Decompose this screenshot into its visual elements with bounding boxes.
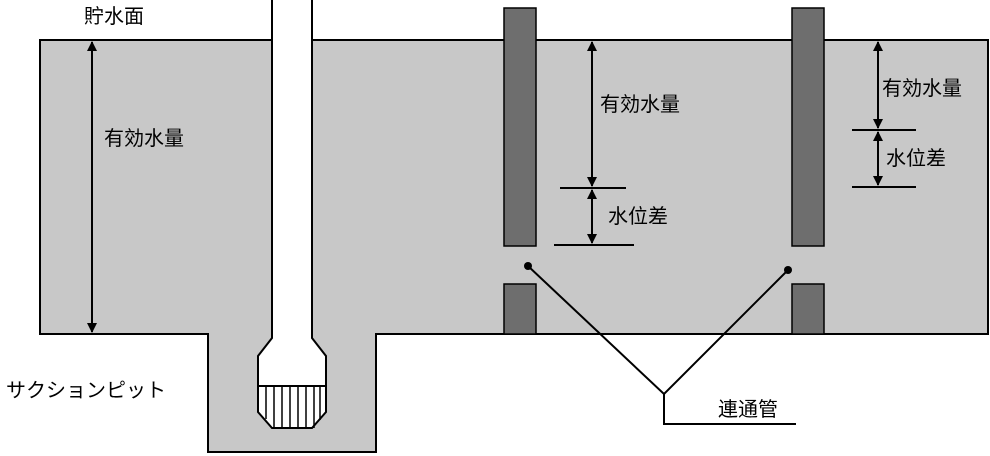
suction-pipe (257, 0, 327, 429)
partition-wall-left-upper (503, 7, 537, 247)
suction-pit-label: サクションピット (6, 378, 166, 402)
connecting-pipe-label: 連通管 (718, 397, 778, 421)
effective-volume-label-left: 有効水量 (104, 126, 184, 150)
effective-volume-label-mid: 有効水量 (600, 92, 680, 116)
storage-surface-label: 貯水面 (84, 4, 144, 28)
connecting-pipe-leader-tail (663, 394, 796, 425)
level-diff-label-right: 水位差 (886, 146, 946, 170)
effective-volume-label-right: 有効水量 (882, 76, 962, 100)
level-diff-label-mid: 水位差 (608, 204, 668, 228)
partition-wall-right-upper (791, 7, 825, 247)
partition-wall-left-lower (503, 283, 537, 335)
strainer-icon (265, 386, 321, 428)
partition-wall-right-lower (791, 283, 825, 335)
